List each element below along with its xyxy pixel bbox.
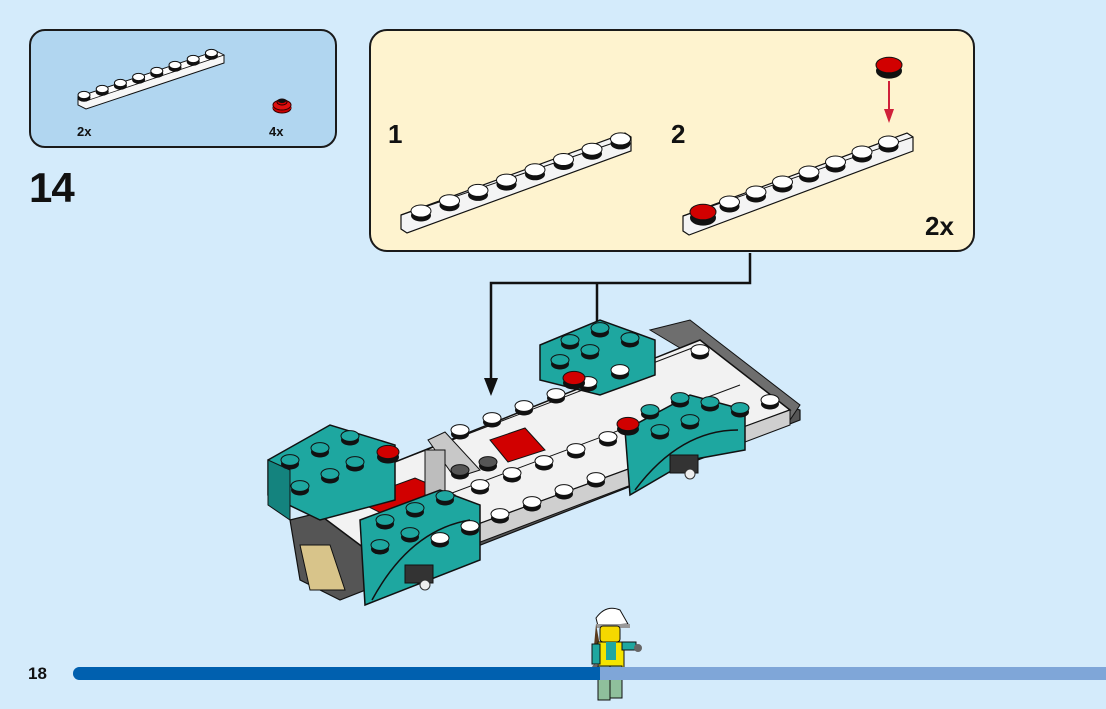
stud (467, 183, 489, 201)
part-quantity: 4x (269, 124, 284, 139)
stud (690, 344, 710, 360)
teal-stud (670, 392, 690, 408)
stud (502, 467, 522, 483)
stud (522, 496, 542, 512)
stud (586, 472, 606, 488)
red-round-plate (562, 370, 586, 390)
stud (113, 78, 127, 90)
teal-stud (345, 456, 365, 472)
teal-stud (730, 402, 750, 418)
stud (186, 54, 200, 66)
stud (566, 443, 586, 459)
stud (514, 400, 534, 416)
teal-stud (340, 430, 360, 446)
red-round-plate (616, 416, 640, 436)
red-round-plate (689, 203, 717, 226)
stud (204, 48, 218, 60)
teal-stud (620, 332, 640, 348)
step-number: 14 (29, 164, 75, 211)
teal-stud (400, 527, 420, 543)
teal-stud (370, 539, 390, 555)
teal-stud (680, 414, 700, 430)
teal-stud (290, 480, 310, 496)
stud (581, 142, 603, 160)
stud (470, 479, 490, 495)
stud (95, 84, 109, 96)
progress-bar-fill (73, 667, 600, 680)
teal-stud (550, 354, 570, 370)
stud (851, 145, 873, 163)
stud (546, 388, 566, 404)
stud (878, 135, 899, 153)
red-round-plate-icon (272, 98, 292, 114)
stud (150, 66, 164, 78)
stud (77, 90, 91, 102)
stud (430, 532, 450, 548)
teal-stud (640, 404, 660, 420)
teal-stud (375, 514, 395, 530)
teal-stud (650, 424, 670, 440)
stud (825, 155, 846, 173)
stud (450, 424, 470, 440)
teal-stud (320, 468, 340, 484)
stud (610, 364, 630, 380)
grey-stud (478, 456, 498, 472)
teal-stud (700, 396, 720, 412)
white-plate-1x8-icon (76, 48, 226, 110)
sub-step-number: 1 (388, 119, 403, 149)
stud (490, 508, 510, 524)
stud (439, 194, 460, 212)
parts-list-box: 2x 4x (29, 29, 337, 148)
stud (610, 132, 631, 150)
stud (410, 204, 432, 222)
red-round-plate (875, 56, 903, 79)
white-plate-with-red-plates-icon (682, 56, 914, 236)
stud (534, 455, 554, 471)
stud (168, 60, 182, 72)
stud (598, 431, 618, 447)
minifigure-icon (591, 607, 642, 701)
teal-stud (580, 344, 600, 360)
sub-assembly-box: 1 2 2x (369, 29, 975, 252)
stud (554, 484, 574, 500)
stud (482, 412, 502, 428)
stud (772, 175, 793, 193)
stud (760, 394, 780, 410)
grey-stud (450, 464, 470, 480)
stud (460, 520, 480, 536)
teal-stud (435, 490, 455, 506)
stud (745, 185, 767, 203)
white-plate-1x8-icon (400, 132, 632, 234)
teal-stud (280, 454, 300, 470)
teal-stud (405, 502, 425, 518)
stud (553, 153, 574, 170)
stud (719, 195, 740, 213)
stud (132, 72, 146, 84)
teal-stud (310, 442, 330, 458)
teal-stud (560, 334, 580, 350)
sub-step-number: 2 (671, 119, 686, 149)
stud (496, 173, 517, 191)
stud (798, 165, 820, 183)
progress-bar (73, 667, 1106, 680)
red-round-plate (376, 444, 400, 464)
teal-stud (590, 322, 610, 338)
sub-assembly-multiplier: 2x (925, 211, 954, 241)
page-number: 18 (28, 664, 47, 683)
part-quantity: 2x (77, 124, 92, 139)
stud (524, 163, 546, 181)
